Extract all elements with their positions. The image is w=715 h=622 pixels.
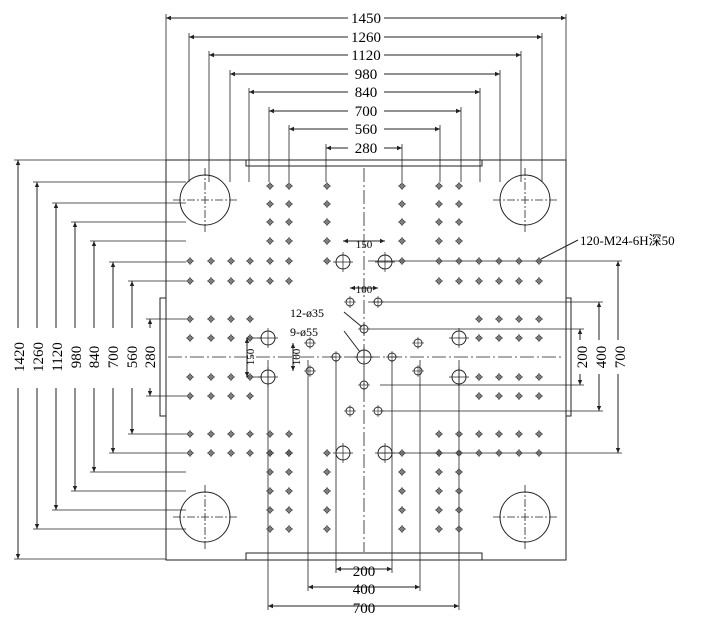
top-dim-arrow bbox=[397, 145, 402, 151]
left-dim-arrow bbox=[72, 486, 78, 491]
right-dim-700: 700 bbox=[613, 346, 629, 369]
dimension-lines bbox=[14, 14, 622, 610]
left-dim-arrow bbox=[15, 554, 21, 559]
left-notch bbox=[159, 297, 166, 417]
right-dim-arrow bbox=[596, 406, 602, 411]
bottom-dim-200: 200 bbox=[353, 564, 376, 580]
left-dim-1120: 1120 bbox=[50, 342, 66, 371]
inner-dim-arrow bbox=[380, 238, 385, 244]
platen-outline bbox=[165, 159, 567, 561]
top-dim-280: 280 bbox=[355, 141, 378, 157]
inner-dim-100-top: 100 bbox=[356, 284, 373, 296]
callout-tapped-holes: 120-M24-6H深50 bbox=[580, 233, 675, 248]
inner-dim-arrow bbox=[290, 343, 296, 348]
left-dim-arrow bbox=[91, 241, 97, 246]
top-dim-arrow bbox=[189, 34, 194, 40]
left-dim-1260: 1260 bbox=[31, 342, 47, 372]
right-dim-400: 400 bbox=[594, 346, 610, 369]
inner-dim-arrow bbox=[373, 285, 378, 291]
bottom-dim-arrow bbox=[454, 603, 459, 609]
bottom-dim-400: 400 bbox=[353, 582, 376, 598]
top-dim-arrow bbox=[269, 108, 274, 114]
callout-leader bbox=[343, 330, 361, 353]
left-dim-arrow bbox=[34, 182, 40, 187]
inner-dim-arrow bbox=[290, 366, 296, 371]
right-dim-arrow bbox=[577, 329, 583, 334]
platen-geometry bbox=[20, 17, 572, 561]
top-dim-840: 840 bbox=[355, 85, 378, 101]
top-dim-arrow bbox=[537, 34, 542, 40]
right-dim-arrow bbox=[615, 261, 621, 266]
inner-dim-arrow bbox=[343, 238, 348, 244]
left-dim-arrow bbox=[15, 160, 21, 165]
bottom-dim-700: 700 bbox=[353, 601, 376, 617]
inner-dim-150-left: 150 bbox=[245, 348, 257, 365]
inner-dim-arrow bbox=[350, 285, 355, 291]
top-dim-700: 700 bbox=[355, 104, 378, 120]
callout-small-holes: 12-ø35 bbox=[290, 306, 324, 320]
left-dim-arrow bbox=[91, 467, 97, 472]
top-dim-arrow bbox=[166, 15, 171, 21]
platen-outline-helper bbox=[20, 17, 568, 160]
callout-leader bbox=[343, 311, 363, 328]
top-dim-980: 980 bbox=[355, 67, 378, 83]
right-dim-200: 200 bbox=[575, 346, 591, 369]
bottom-notch bbox=[245, 552, 483, 560]
bottom-dim-arrow bbox=[268, 603, 273, 609]
left-dim-arrow bbox=[147, 391, 153, 396]
top-dim-arrow bbox=[456, 108, 461, 114]
top-dim-arrow bbox=[495, 71, 500, 77]
left-dim-arrow bbox=[129, 429, 135, 434]
left-dim-arrow bbox=[110, 262, 116, 267]
top-dim-arrow bbox=[230, 71, 235, 77]
left-dim-arrow bbox=[72, 222, 78, 227]
left-dim-560: 560 bbox=[125, 346, 141, 369]
left-dim-840: 840 bbox=[87, 346, 103, 369]
inner-dim-100-left: 100 bbox=[291, 348, 303, 365]
left-dim-arrow bbox=[53, 505, 59, 510]
left-dim-700: 700 bbox=[106, 346, 122, 369]
inner-dim-150-top: 150 bbox=[356, 239, 373, 251]
inner-dim-arrow bbox=[244, 372, 250, 377]
left-dim-980: 980 bbox=[69, 346, 85, 369]
top-dim-1450: 1450 bbox=[351, 11, 381, 27]
top-dim-arrow bbox=[435, 126, 440, 132]
bottom-dim-arrow bbox=[336, 566, 341, 572]
left-dim-arrow bbox=[34, 524, 40, 529]
top-dim-arrow bbox=[249, 89, 254, 95]
right-dim-arrow bbox=[577, 380, 583, 385]
top-dim-arrow bbox=[516, 52, 521, 58]
top-dim-arrow bbox=[326, 145, 331, 151]
left-dim-1420: 1420 bbox=[12, 342, 28, 372]
left-dim-280: 280 bbox=[143, 346, 159, 369]
dimension-labels: 1450 1260 1120 980 840 700 560 280 1420 … bbox=[12, 11, 675, 617]
left-dim-arrow bbox=[110, 448, 116, 453]
top-notch bbox=[245, 160, 483, 167]
top-dim-arrow bbox=[209, 52, 214, 58]
right-notch bbox=[566, 297, 572, 417]
inner-dim-arrow bbox=[244, 338, 250, 343]
top-dim-560: 560 bbox=[355, 122, 378, 138]
left-dim-arrow bbox=[147, 319, 153, 324]
left-dim-arrow bbox=[53, 203, 59, 208]
top-dim-1120: 1120 bbox=[351, 48, 380, 64]
top-dim-arrow bbox=[289, 126, 294, 132]
left-dim-arrow bbox=[129, 281, 135, 286]
bottom-dim-arrow bbox=[387, 566, 392, 572]
callout-leader bbox=[540, 239, 579, 260]
right-dim-arrow bbox=[596, 302, 602, 307]
right-dim-arrow bbox=[615, 448, 621, 453]
top-dim-1260: 1260 bbox=[351, 30, 381, 46]
callout-center-holes: 9-ø55 bbox=[290, 325, 318, 339]
top-dim-arrow bbox=[475, 89, 480, 95]
top-dim-arrow bbox=[561, 15, 566, 21]
bottom-dim-arrow bbox=[415, 584, 420, 590]
bottom-dim-arrow bbox=[308, 584, 313, 590]
